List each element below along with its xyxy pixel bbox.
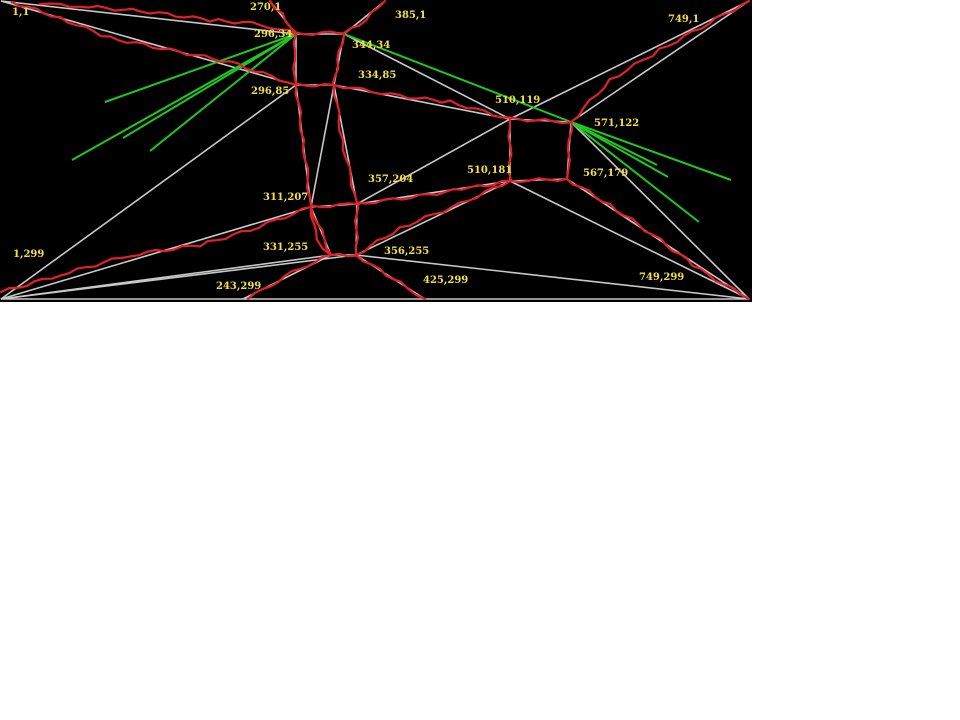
sketch-stroke — [332, 83, 512, 205]
delaunay-mesh-diagram: 1,1 270,1 385,1 749,1 296,34 344,34 296,85 334,… — [0, 0, 752, 302]
mesh-edge — [570, 0, 750, 123]
mesh-edge — [509, 180, 750, 300]
mesh-edge — [310, 206, 332, 256]
ray-line — [570, 121, 658, 166]
point-label: 356,255 — [384, 246, 429, 257]
sketch-stroke — [10, 0, 298, 87]
point-label: 270,1 — [250, 2, 281, 13]
point-label: 331,255 — [263, 242, 308, 253]
sketch-stroke — [354, 179, 512, 257]
point-label: 425,299 — [423, 275, 468, 286]
sketch-stroke — [354, 253, 427, 301]
ray-line — [104, 33, 297, 103]
point-label: 357,204 — [368, 174, 413, 185]
mesh-edge — [0, 254, 357, 300]
point-label: 344,34 — [352, 40, 390, 51]
mesh-edge — [355, 180, 511, 256]
mesh-edge — [509, 0, 750, 120]
point-label: 385,1 — [395, 10, 426, 21]
point-label: 749,1 — [668, 14, 699, 25]
point-label: 510,119 — [495, 95, 540, 106]
sketch-stroke — [332, 83, 573, 184]
sketch-stroke — [246, 253, 333, 301]
sketch-stroke — [268, 0, 387, 37]
ray-line — [570, 121, 700, 223]
sketch-stroke — [0, 205, 313, 294]
sketch-stroke — [38, 2, 298, 36]
ray-line — [71, 33, 297, 161]
point-label: 749,299 — [639, 272, 684, 283]
ray-line — [343, 33, 572, 123]
mesh-edge — [343, 33, 511, 120]
mesh-edge — [0, 206, 312, 300]
mesh-edge — [570, 121, 750, 300]
point-label: 567,179 — [583, 168, 628, 179]
mesh-canvas: 1,1 270,1 385,1 749,1 296,34 344,34 296,85 334,… — [0, 0, 751, 301]
point-label: 1,299 — [13, 249, 44, 260]
point-label: 1,1 — [12, 7, 29, 18]
point-label: 296,34 — [254, 29, 292, 40]
point-label: 571,122 — [594, 118, 639, 129]
mesh-edge — [0, 84, 297, 300]
mesh-edge — [0, 0, 297, 35]
mesh-edge — [509, 178, 568, 182]
mesh-edge — [356, 118, 511, 205]
ray-line — [122, 33, 297, 139]
mesh-edge — [310, 84, 335, 208]
point-label: 296,85 — [251, 86, 289, 97]
point-label: 510,181 — [467, 165, 512, 176]
sketch-stroke — [292, 32, 346, 88]
sketch-stroke — [565, 177, 751, 301]
point-label: 311,207 — [263, 192, 308, 203]
mesh-edge — [333, 84, 511, 120]
point-label: 334,85 — [358, 70, 396, 81]
mesh-edge — [355, 254, 750, 300]
point-label: 243,299 — [216, 281, 261, 292]
ray-line — [570, 121, 732, 181]
ray-line — [149, 33, 297, 152]
sketch-stroke — [294, 83, 360, 258]
sketch-stroke — [569, 0, 751, 124]
sketch-stroke — [309, 205, 333, 257]
